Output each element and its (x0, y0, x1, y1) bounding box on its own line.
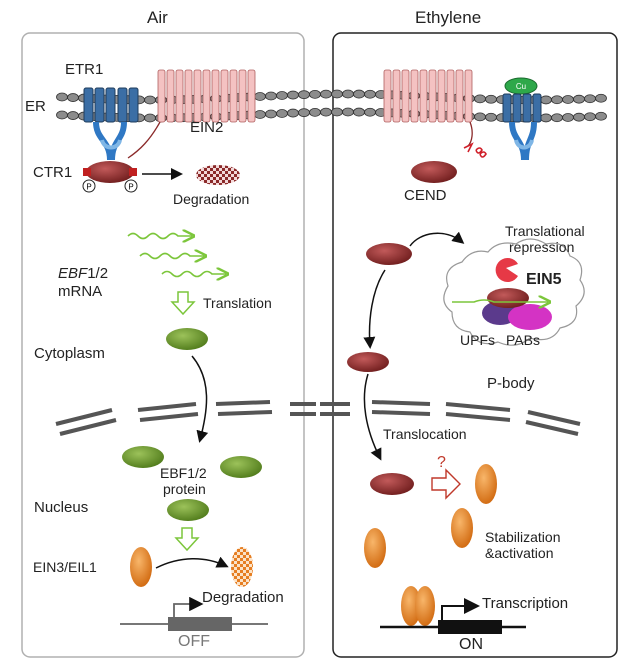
stabilization-label-1: Stabilization (485, 529, 561, 545)
ein5-label: EIN5 (526, 271, 562, 288)
stabilization-label-2: &activation (485, 545, 554, 561)
ctr1-complex (83, 161, 137, 183)
ethylene-title: Ethylene (415, 8, 482, 27)
ebf-protein-nucleus-1 (122, 446, 164, 468)
cu-label: Cu (516, 82, 526, 91)
translocation-arrow (363, 373, 382, 461)
ein3-stable-3 (364, 528, 386, 568)
ein3-stable-1 (475, 464, 497, 504)
off-label: OFF (178, 633, 210, 650)
translation-arrow (170, 291, 196, 316)
translation-label: Translation (203, 295, 272, 311)
ebf-import-arrow (191, 355, 209, 443)
upfs-label: UPFs (460, 332, 495, 348)
cytoplasm-label: Cytoplasm (34, 345, 105, 362)
ein3-stable-2 (451, 508, 473, 548)
on-label: ON (459, 636, 483, 653)
etr1-receptor (83, 87, 139, 161)
cend-label: CEND (404, 187, 447, 204)
translocation-label: Translocation (383, 426, 467, 442)
nucleus-label: Nucleus (34, 499, 89, 516)
ebf-protein-nucleus-2 (220, 456, 262, 478)
ein3-protein-air (130, 547, 152, 587)
ctr1-label: CTR1 (33, 164, 73, 181)
degraded-ctr1 (196, 165, 240, 185)
unknown-effect-arrow (431, 468, 461, 500)
to-pbody-arrow (409, 231, 465, 247)
degradation-bottom-label: Degradation (202, 589, 284, 606)
ein3-dimer-left (401, 586, 421, 626)
er-label: ER (25, 98, 46, 115)
air-panel (21, 32, 305, 658)
ein5-exonuclease (495, 258, 518, 282)
degradation-top-label: Degradation (173, 191, 250, 207)
gene-off (120, 596, 268, 631)
to-nucleus-arrow (363, 269, 386, 349)
phospho-left: P (82, 179, 96, 193)
air-title: Air (147, 8, 168, 27)
phospho-right: P (124, 179, 138, 193)
cend-cytoplasm (366, 243, 412, 265)
cend-cleaved (411, 161, 457, 183)
ein3-label: EIN3/EIL1 (33, 559, 97, 575)
pabs-label: PABs (506, 332, 540, 348)
etr1-label: ETR1 (65, 61, 104, 78)
svg-text:P: P (86, 183, 91, 192)
ebf-protein-cytoplasm (166, 328, 208, 350)
ebf-protein-label-2: protein (163, 481, 206, 497)
question-label: ? (437, 454, 446, 471)
translational-label-1: Translational (505, 223, 585, 239)
ebf-protein-nucleus-3 (167, 499, 209, 521)
gene-on (380, 598, 526, 634)
p-body-label: P-body (487, 375, 535, 392)
ein2-label: EIN2 (190, 119, 224, 136)
ebf-mrna-label: EBF1/2 (58, 265, 109, 282)
p-body-proteins (452, 288, 552, 330)
ein2-transmembrane-right (383, 69, 473, 147)
nuclear-envelope (55, 400, 581, 436)
ebf-protein-label-1: EBF1/2 (160, 465, 207, 481)
translational-label-2: repression (509, 239, 575, 255)
ein2-transmembrane-left (127, 69, 256, 159)
receptor-cu-bound (502, 77, 542, 161)
svg-text:P: P (128, 183, 133, 192)
degraded-ein3 (231, 547, 253, 587)
transcription-label: Transcription (482, 595, 569, 612)
ebf-action-arrow (174, 527, 200, 552)
ebf-mrna-strands (127, 234, 226, 277)
ein3-dimer-right (415, 586, 435, 626)
mrna-label: mRNA (58, 283, 103, 300)
ethylene-panel (332, 32, 618, 658)
cend-near-nucleus (347, 352, 389, 372)
cleavage-mark (463, 142, 487, 158)
cend-nucleus (370, 473, 414, 495)
ein3-to-degradation-arrow (155, 556, 229, 569)
